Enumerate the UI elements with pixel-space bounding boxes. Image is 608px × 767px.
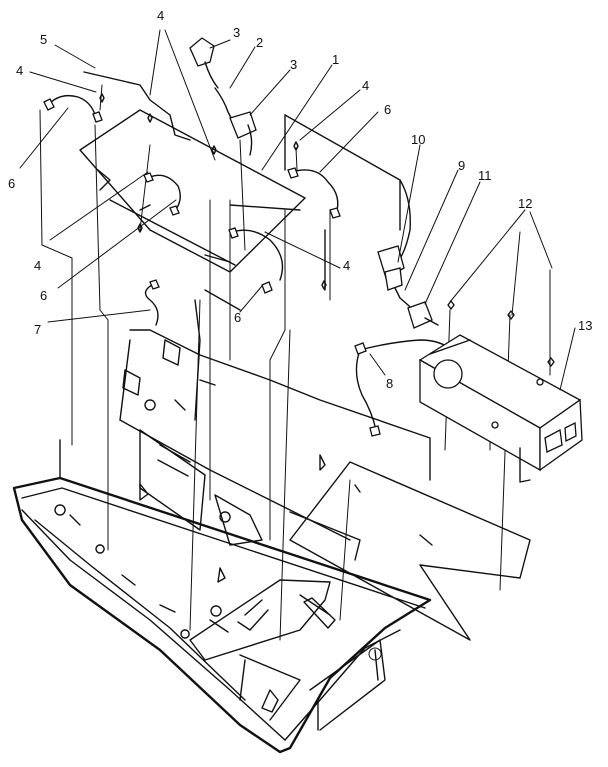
- assembly-lines: [39, 29, 551, 641]
- callout-7: 7: [34, 322, 41, 337]
- part-2-cable: [214, 87, 257, 156]
- callout-3a: 3: [233, 25, 240, 40]
- callout-10: 10: [411, 132, 425, 147]
- callout-1: 1: [332, 52, 339, 67]
- callout-12: 12: [518, 196, 532, 211]
- callout-6c: 6: [40, 288, 47, 303]
- harness-center: [228, 227, 284, 294]
- harness-middle: [143, 172, 181, 216]
- part-4-screws: [99, 93, 327, 290]
- callout-4e: 4: [343, 258, 350, 273]
- callout-9: 9: [458, 158, 465, 173]
- callout-13: 13: [578, 318, 592, 333]
- callout-3b: 3: [290, 57, 297, 72]
- callout-4a: 4: [157, 8, 164, 23]
- harness-7: [144, 279, 160, 326]
- cabinet-base: [12, 439, 432, 754]
- callout-4c: 4: [362, 78, 369, 93]
- part-10-valve: [377, 179, 411, 291]
- callout-2: 2: [256, 35, 263, 50]
- harness-upper-right: [287, 167, 341, 219]
- callout-4d: 4: [34, 258, 41, 273]
- part-3-plug: [189, 37, 219, 89]
- bottom-plate: [289, 454, 531, 641]
- callout-8: 8: [386, 376, 393, 391]
- part-11-fitting: [407, 301, 439, 329]
- upper-plate: [79, 71, 306, 273]
- callout-6d: 6: [234, 310, 241, 325]
- part-13-module: [418, 334, 583, 483]
- harness-upper-left: [43, 94, 103, 123]
- callout-11: 11: [478, 168, 492, 183]
- callout-5: 5: [40, 32, 47, 47]
- callout-4b: 4: [16, 63, 23, 78]
- callout-labels: 1 2 3 3 4 4 4 4 4 5 6 6 6 6 7 8 9 10 11 …: [8, 8, 592, 391]
- leader-lines: [19, 39, 576, 391]
- right-panel: [194, 114, 401, 421]
- callout-6a: 6: [8, 176, 15, 191]
- callout-6b: 6: [384, 102, 391, 117]
